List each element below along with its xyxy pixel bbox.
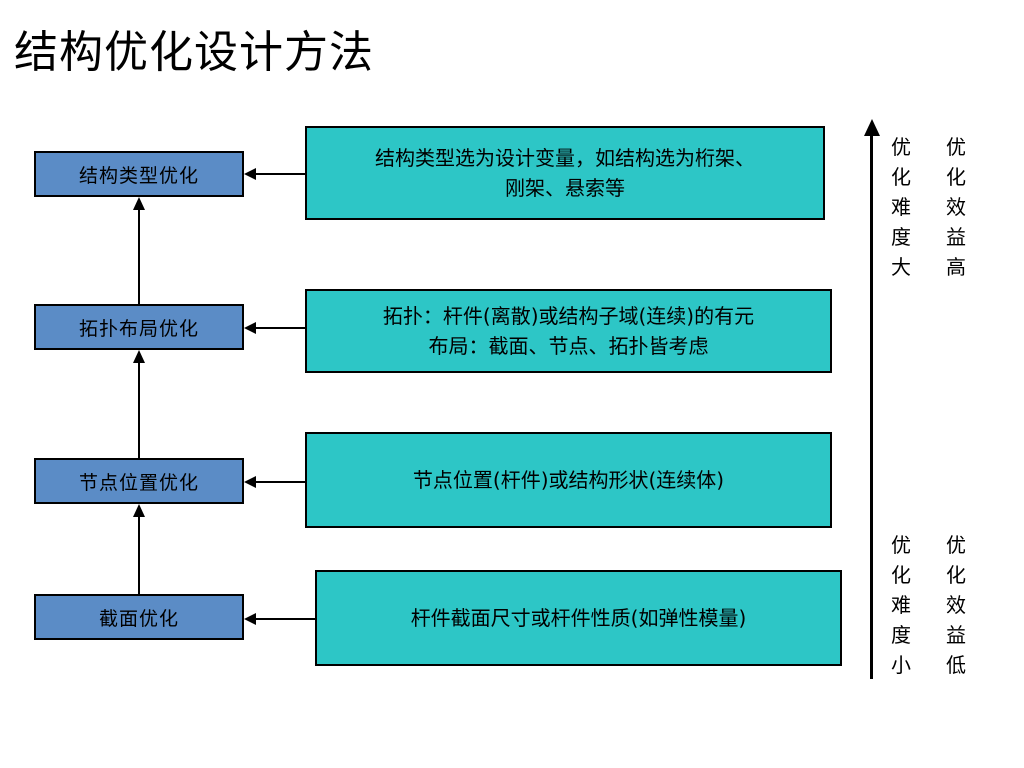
description-line-1: 结构类型选为设计变量，如结构选为桁架、 xyxy=(375,146,755,170)
description-line-1: 节点位置(杆件)或结构形状(连续体) xyxy=(412,468,725,492)
stage-box-topology-layout[interactable]: 拓扑布局优化 xyxy=(34,304,244,350)
description-line-2: 刚架、悬索等 xyxy=(505,176,625,200)
axis-arrow-up-icon xyxy=(864,119,880,136)
scale-label-char: 优 xyxy=(946,135,966,159)
scale-label-char: 低 xyxy=(946,653,966,677)
scale-label-difficulty-top: 优化难度大 xyxy=(886,132,916,282)
connector-line-horizontal-4 xyxy=(256,618,315,620)
scale-label-char: 难 xyxy=(891,195,911,219)
scale-label-char: 化 xyxy=(891,563,911,587)
scale-label-char: 度 xyxy=(891,623,911,647)
connector-line-horizontal-3 xyxy=(256,481,305,483)
connector-line-horizontal-2 xyxy=(256,327,305,329)
scale-label-char: 优 xyxy=(891,135,911,159)
arrow-up-icon-1 xyxy=(133,197,145,210)
stage-label: 拓扑布局优化 xyxy=(78,317,199,340)
scale-label-char: 益 xyxy=(946,225,966,249)
scale-label-char: 优 xyxy=(891,533,911,557)
connector-line-horizontal-1 xyxy=(256,173,305,175)
scale-label-char: 益 xyxy=(946,623,966,647)
scale-label-char: 效 xyxy=(946,593,966,617)
connector-line-vertical-3 xyxy=(138,517,140,595)
stage-label: 节点位置优化 xyxy=(78,471,199,494)
description-line-1: 杆件截面尺寸或杆件性质(如弹性模量) xyxy=(410,606,747,630)
stage-box-section[interactable]: 截面优化 xyxy=(34,594,244,640)
description-box-structure-type[interactable]: 结构类型选为设计变量，如结构选为桁架、 刚架、悬索等 xyxy=(305,126,825,220)
scale-label-char: 高 xyxy=(946,255,966,279)
connector-line-vertical-2 xyxy=(138,363,140,458)
scale-label-char: 大 xyxy=(891,255,911,279)
scale-label-difficulty-bottom: 优化难度小 xyxy=(886,530,916,680)
arrow-up-icon-3 xyxy=(133,504,145,517)
scale-label-benefit-bottom-text: 优化效益低 xyxy=(941,530,971,680)
connector-line-vertical-1 xyxy=(138,210,140,305)
stage-label: 结构类型优化 xyxy=(78,164,199,187)
scale-label-char: 化 xyxy=(891,165,911,189)
arrow-left-icon-1 xyxy=(244,168,256,180)
scale-label-char: 化 xyxy=(946,563,966,587)
page-title: 结构优化设计方法 xyxy=(14,27,374,78)
arrow-left-icon-4 xyxy=(244,613,256,625)
scale-label-char: 小 xyxy=(891,653,911,677)
scale-label-char: 效 xyxy=(946,195,966,219)
scale-label-benefit-top: 优化效益高 xyxy=(941,132,971,282)
axis-line-vertical xyxy=(870,134,873,679)
scale-label-benefit-bottom: 优化效益低 xyxy=(941,530,971,680)
stage-box-structure-type[interactable]: 结构类型优化 xyxy=(34,151,244,197)
description-box-topology-layout[interactable]: 拓扑：杆件(离散)或结构子域(连续)的有元 布局：截面、节点、拓扑皆考虑 xyxy=(305,289,832,373)
scale-label-char: 度 xyxy=(891,225,911,249)
stage-box-node-position[interactable]: 节点位置优化 xyxy=(34,458,244,504)
arrow-up-icon-2 xyxy=(133,350,145,363)
scale-label-difficulty-top-text: 优化难度大 xyxy=(886,132,916,282)
arrow-left-icon-3 xyxy=(244,476,256,488)
description-line-1: 拓扑：杆件(离散)或结构子域(连续)的有元 xyxy=(382,304,755,328)
arrow-left-icon-2 xyxy=(244,322,256,334)
description-box-section[interactable]: 杆件截面尺寸或杆件性质(如弹性模量) xyxy=(315,570,842,666)
scale-label-char: 优 xyxy=(946,533,966,557)
scale-label-benefit-top-text: 优化效益高 xyxy=(941,132,971,282)
description-box-node-position[interactable]: 节点位置(杆件)或结构形状(连续体) xyxy=(305,432,832,528)
scale-label-char: 化 xyxy=(946,165,966,189)
description-line-2: 布局：截面、节点、拓扑皆考虑 xyxy=(428,334,709,358)
scale-label-difficulty-bottom-text: 优化难度小 xyxy=(886,530,916,680)
stage-label: 截面优化 xyxy=(98,607,179,630)
scale-label-char: 难 xyxy=(891,593,911,617)
